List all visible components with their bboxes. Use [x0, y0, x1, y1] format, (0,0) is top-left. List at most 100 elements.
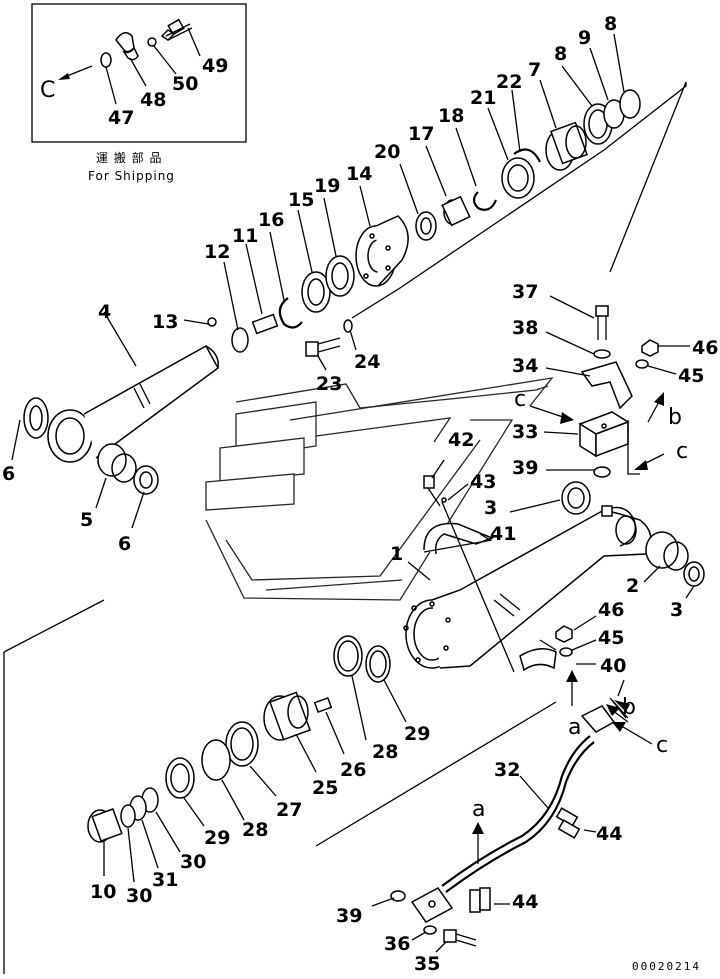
cylinder-tube-1 — [403, 505, 652, 669]
inset-label-p50: 50 — [172, 73, 198, 95]
part-label-p34: 34 — [512, 355, 538, 377]
part-label-p28a: 28 — [372, 741, 398, 763]
part-label-p40: 40 — [600, 655, 626, 677]
bolt-37 — [595, 305, 609, 340]
nut-46-top — [641, 339, 659, 357]
part-label-p39a: 39 — [512, 457, 538, 479]
part-labels: 1 2 3 3 4 5 6 6 7 8 8 9 10 11 12 13 14 1… — [2, 13, 718, 975]
part-label-p45a: 45 — [678, 365, 704, 387]
plug-11 — [251, 313, 279, 335]
bushing-6-right — [133, 465, 159, 495]
clamp-40 — [519, 648, 557, 672]
part-label-p13: 13 — [152, 311, 178, 333]
part-label-p46b: 46 — [598, 599, 624, 621]
bracket-34 — [580, 361, 633, 410]
part-label-p27: 27 — [276, 799, 302, 821]
piston-rod-4 — [23, 344, 219, 495]
part-label-p37: 37 — [512, 281, 538, 303]
washer-45-bottom — [559, 647, 573, 657]
part-label-p5: 5 — [80, 509, 93, 531]
part-label-p30a: 30 — [180, 851, 206, 873]
part-label-p22: 22 — [496, 71, 522, 93]
seal-21 — [501, 157, 535, 199]
arrow-label-c_block: c — [514, 387, 526, 412]
bolt-49 — [160, 18, 201, 57]
washer-45-top — [635, 359, 649, 369]
block-33 — [578, 411, 630, 458]
part-label-p41: 41 — [490, 523, 516, 545]
wear-ring-19 — [325, 255, 355, 297]
part-label-p3a: 3 — [484, 497, 497, 519]
washer-50 — [147, 37, 157, 47]
ring-28-bottom — [201, 739, 231, 781]
part-label-p8a: 8 — [554, 43, 567, 65]
nut-46-bottom — [555, 625, 573, 643]
bushing-3-top — [561, 481, 591, 515]
part-label-p32: 32 — [494, 759, 520, 781]
part-label-p35: 35 — [414, 953, 440, 974]
bolt-35 — [443, 929, 477, 947]
part-label-p46a: 46 — [692, 337, 718, 359]
arrow-label-c_right: c — [676, 439, 688, 464]
inset-label-p49: 49 — [202, 55, 228, 77]
part-label-p42: 42 — [448, 429, 474, 451]
washer-24 — [343, 319, 353, 333]
part-label-p15: 15 — [288, 189, 314, 211]
seal-20 — [415, 211, 437, 241]
part-label-p6a: 6 — [2, 463, 15, 485]
bushing-2 — [645, 531, 679, 569]
ring-30b — [120, 804, 136, 828]
part-label-p44a: 44 — [596, 823, 622, 845]
bushing-3-right — [683, 561, 705, 587]
part-label-p29b: 29 — [204, 827, 230, 849]
part-label-p38: 38 — [512, 317, 538, 339]
arrow-label-b_hose: b — [622, 695, 636, 720]
part-label-p43: 43 — [470, 471, 496, 493]
clamp-48 — [115, 32, 135, 53]
part-label-p30b: 30 — [126, 885, 152, 907]
inset-caption-jp: 運 搬 部 品 — [96, 150, 162, 165]
part-label-p23: 23 — [316, 373, 342, 395]
gland-7 — [545, 121, 588, 171]
arrow-label-a_clamp: a — [568, 715, 581, 740]
part-label-p20: 20 — [374, 141, 400, 163]
part-label-p29a: 29 — [404, 723, 430, 745]
bushing-10 — [87, 808, 123, 843]
o-ring-39-bottom — [390, 890, 406, 902]
part-label-p26: 26 — [340, 759, 366, 781]
piston-14 — [355, 215, 409, 287]
washer-38 — [593, 349, 611, 359]
part-label-p1: 1 — [390, 543, 403, 565]
part-label-p24: 24 — [354, 351, 380, 373]
part-label-p25: 25 — [312, 777, 338, 799]
part-label-p18: 18 — [438, 105, 464, 127]
part-label-p28b: 28 — [242, 819, 268, 841]
part-label-p7: 7 — [528, 59, 541, 81]
part-label-p10: 10 — [90, 881, 116, 903]
part-label-p33: 33 — [512, 421, 538, 443]
ring-16 — [278, 297, 303, 329]
washer-43 — [441, 497, 447, 503]
bolt-42 — [423, 475, 441, 507]
part-label-p31: 31 — [152, 869, 178, 891]
part-label-p3b: 3 — [670, 599, 683, 621]
bushing-6-left — [23, 397, 49, 439]
grease-fitting-13 — [207, 317, 217, 327]
part-label-p16: 16 — [258, 209, 284, 231]
inset-caption-en: For Shipping — [88, 169, 175, 183]
shipping-inset: C 47 48 50 49 — [31, 3, 247, 143]
seal-8b — [619, 89, 641, 119]
part-label-p11: 11 — [232, 225, 258, 247]
ring-22 — [513, 148, 541, 163]
part-label-p9: 9 — [578, 27, 591, 49]
part-label-p19: 19 — [314, 175, 340, 197]
hose-32 — [410, 705, 616, 923]
drawing-code: 00020214 — [632, 960, 701, 973]
inset-arrow-label: C — [40, 78, 55, 103]
part-label-p14: 14 — [346, 163, 372, 185]
part-label-p44b: 44 — [512, 891, 538, 913]
ring-18 — [472, 191, 498, 211]
part-label-p12: 12 — [204, 241, 230, 263]
part-label-p36: 36 — [384, 933, 410, 955]
